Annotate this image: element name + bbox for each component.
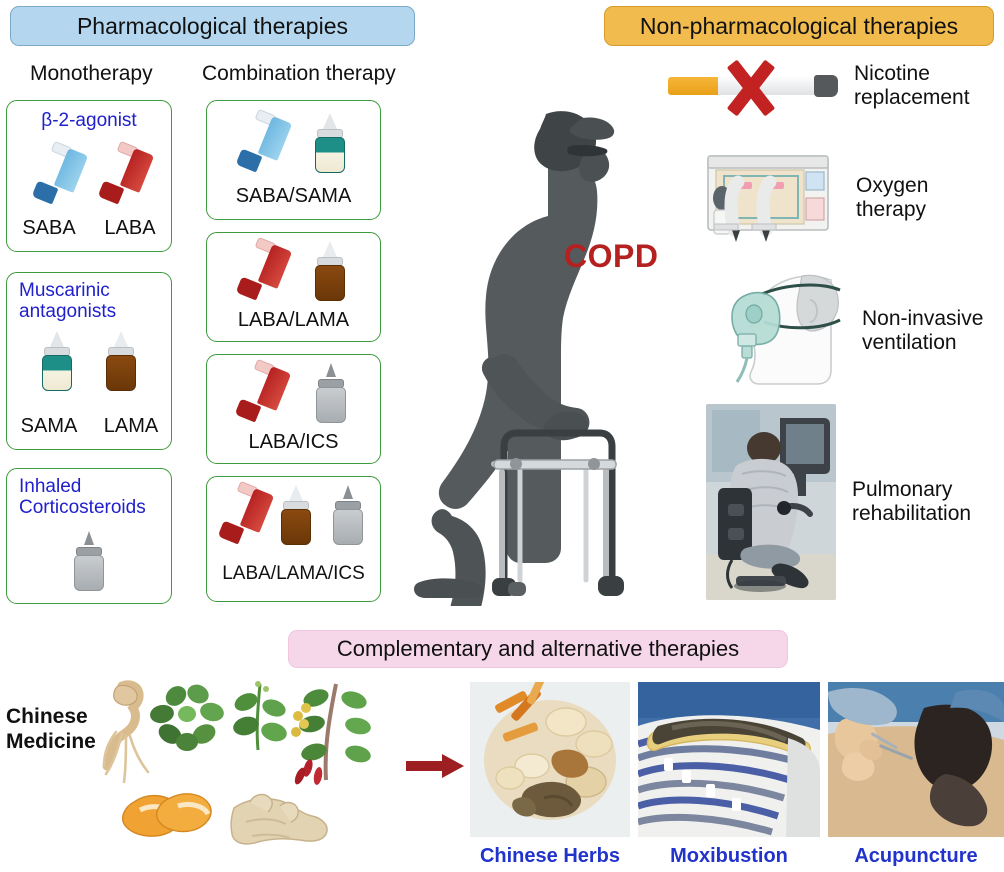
ventilation-label-line2: ventilation: [862, 331, 957, 354]
combination-therapy-column-heading: Combination therapy: [202, 62, 396, 85]
combo-label-laba-lama-ics: LABA/LAMA/ICS: [222, 563, 365, 584]
card-inhaled-corticosteroids-title: Inhaled Corticosteroids: [19, 476, 146, 518]
combo-label-laba-ics: LABA/ICS: [248, 431, 339, 453]
ginger-root-icon: [230, 793, 328, 845]
red-cross-icon: [720, 57, 782, 119]
card-saba-sama[interactable]: SABA/SAMA: [206, 100, 381, 220]
red-inhaler-icon: [235, 236, 292, 301]
card-laba-lama-ics[interactable]: LABA/LAMA/ICS: [206, 476, 381, 602]
right-arrow-icon: [406, 754, 464, 778]
oxygen-label-line1: Oxygen: [856, 173, 929, 197]
non-pharm-label-ventilation: Non-invasive ventilation: [862, 307, 983, 355]
oxygen-concentrator-icon: [707, 155, 829, 242]
brown-bottle-icon: [101, 331, 141, 391]
card-inhaled-corticosteroids[interactable]: Inhaled Corticosteroids: [6, 468, 172, 604]
rehabilitation-label-line2: rehabilitation: [852, 502, 972, 525]
grey-dropper-bottle-icon: [328, 485, 368, 545]
combo-label-laba-lama: LABA/LAMA: [237, 309, 350, 331]
drug-label-saba: SABA: [22, 217, 76, 239]
blue-inhaler-icon: [31, 140, 89, 205]
card-muscarinic-antagonists[interactable]: Muscarinic antagonists SAMA LAMA: [6, 272, 172, 450]
ventilation-label-line1: Non-invasive: [862, 306, 984, 330]
crossed-out-cigarette-icon: [668, 59, 838, 117]
pharmacological-therapies-header: Pharmacological therapies: [10, 6, 415, 46]
citrus-peel-icon: [122, 793, 212, 837]
card-beta-2-agonist-title: β-2-agonist: [41, 110, 137, 131]
card-muscarinic-antagonists-title: Muscarinic antagonists: [19, 280, 117, 322]
photo-caption-moxibustion: Moxibustion: [670, 845, 788, 867]
combo-label-saba-sama: SABA/SAMA: [235, 185, 352, 207]
card-beta-2-agonist[interactable]: β-2-agonist SABA LABA: [6, 100, 172, 252]
brown-bottle-icon: [310, 241, 350, 301]
rehabilitation-ergometer-photo: [706, 404, 836, 600]
red-inhaler-icon: [97, 140, 155, 205]
red-inhaler-icon: [234, 358, 291, 423]
non-pharmacological-therapies-header: Non-pharmacological therapies: [604, 6, 994, 46]
grey-dropper-bottle-icon: [311, 363, 351, 423]
chinese-medicine-label: Chinese Medicine: [6, 705, 96, 755]
complementary-therapies-header: Complementary and alternative therapies: [288, 630, 788, 668]
non-pharm-label-rehabilitation: Pulmonary rehabilitation: [852, 478, 971, 526]
drug-label-laba: LABA: [104, 217, 156, 239]
photo-caption-acupuncture: Acupuncture: [854, 845, 978, 867]
upright-herb-icon: [233, 681, 287, 751]
berry-branch-icon: [291, 683, 371, 785]
brown-bottle-icon: [276, 485, 316, 545]
non-pharm-item-pulmonary-rehabilitation[interactable]: Pulmonary rehabilitation: [706, 404, 971, 600]
pharmacological-header-label: Pharmacological therapies: [76, 12, 349, 39]
teal-bottle-icon: [37, 331, 77, 391]
non-pharm-label-oxygen: Oxygen therapy: [856, 174, 928, 222]
card-laba-lama[interactable]: LABA/LAMA: [206, 232, 381, 342]
moxibustion-photo: [638, 682, 820, 837]
blue-inhaler-icon: [235, 108, 292, 173]
monotherapy-column-heading: Monotherapy: [30, 62, 153, 85]
nicotine-label-line2: replacement: [854, 86, 970, 110]
non-pharm-item-oxygen-therapy[interactable]: Oxygen therapy: [700, 138, 928, 258]
non-pharm-item-non-invasive-ventilation[interactable]: Non-invasive ventilation: [706, 272, 983, 390]
non-pharm-item-nicotine-replacement[interactable]: Nicotine replacement: [668, 59, 970, 117]
chinese-herbs-photo: [470, 682, 630, 837]
drug-label-lama: LAMA: [103, 415, 159, 437]
oxygen-mask-patient-icon: [731, 274, 841, 385]
complementary-header-label: Complementary and alternative therapies: [336, 636, 740, 661]
grey-dropper-bottle-icon: [69, 531, 109, 591]
nicotine-label-line1: Nicotine: [854, 62, 930, 85]
herbal-ingredients-illustration: [102, 680, 371, 845]
rosette-herb-icon: [150, 684, 224, 751]
non-pharmacological-header-label: Non-pharmacological therapies: [639, 12, 959, 39]
oxygen-label-line2: therapy: [856, 198, 927, 221]
drug-label-sama: SAMA: [20, 415, 78, 437]
card-laba-ics[interactable]: LABA/ICS: [206, 354, 381, 464]
red-inhaler-icon: [217, 480, 274, 545]
acupuncture-photo: [828, 682, 1004, 837]
chinese-medicine-label-line2: Medicine: [6, 729, 96, 753]
photo-caption-chinese-herbs: Chinese Herbs: [479, 845, 621, 867]
chinese-medicine-label-line1: Chinese: [6, 705, 88, 728]
teal-bottle-icon: [310, 113, 350, 173]
rehabilitation-label-line1: Pulmonary: [852, 477, 953, 501]
ginseng-root-icon: [102, 680, 150, 784]
copd-patient-illustration: [414, 111, 624, 606]
non-pharm-label-nicotine: Nicotine replacement: [854, 62, 970, 110]
copd-disease-label: COPD: [564, 238, 659, 274]
